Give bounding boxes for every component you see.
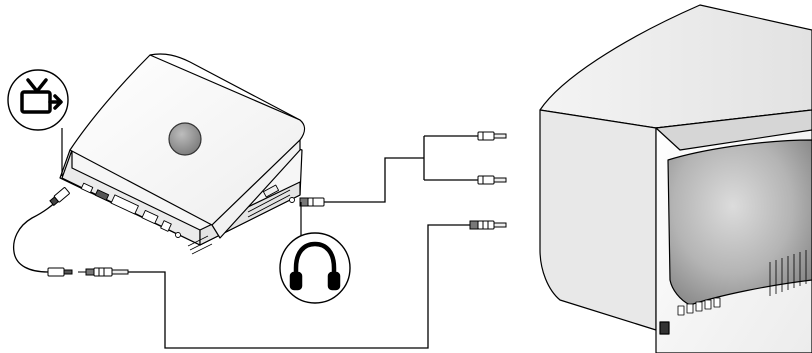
tv-out-callout: [7, 69, 69, 176]
laptop-ports: [80, 182, 181, 238]
tv-out-icon: [20, 78, 63, 114]
rca-adapter: [47, 267, 129, 277]
headphones-callout: [279, 202, 351, 304]
laptop-logo: [168, 122, 202, 156]
tv-power-button: [659, 321, 670, 335]
laptop-vents: [187, 235, 213, 255]
cables: [12, 135, 478, 349]
headphones-icon: [289, 241, 341, 291]
laptop: [59, 53, 306, 255]
s-video-cable: [12, 195, 63, 273]
audio-mini-plug: [299, 197, 325, 207]
plugs: [47, 131, 507, 277]
rca-plug-top: [477, 131, 507, 141]
s-video-plug: [49, 187, 70, 207]
tv-back: [539, 4, 812, 129]
audio-y-cable: [322, 135, 478, 203]
laptop-side-slots: [247, 184, 295, 218]
rca-plug-middle: [477, 175, 507, 185]
tv-front-buttons: [677, 297, 721, 316]
television: [539, 4, 812, 353]
rca-plug-video: [469, 220, 507, 230]
tv-screen: [667, 139, 812, 306]
tv-speaker-grille: [769, 250, 807, 296]
composite-video-cable: [128, 224, 478, 349]
